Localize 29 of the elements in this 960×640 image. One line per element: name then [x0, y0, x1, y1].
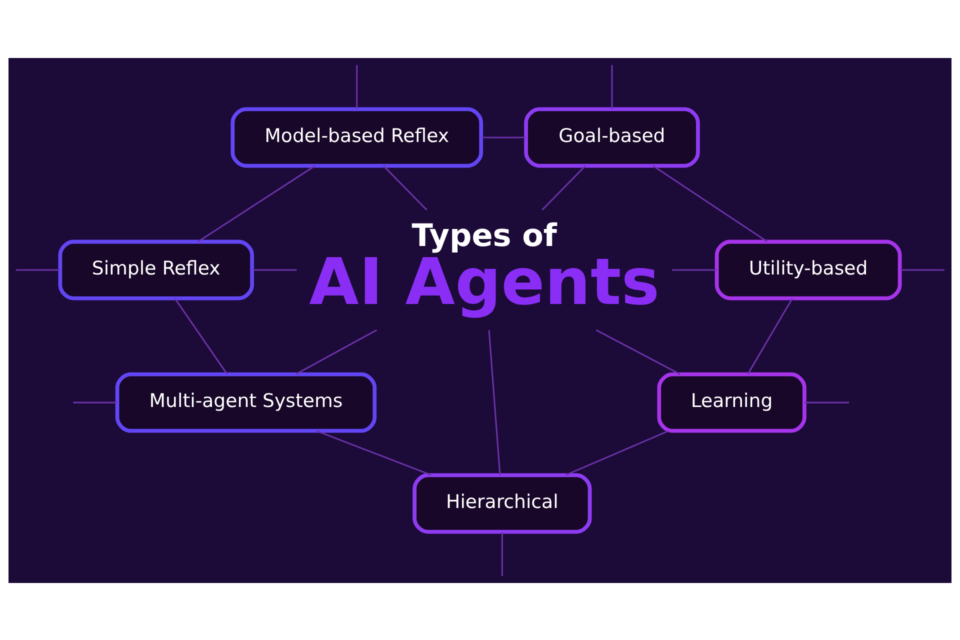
node-box: Goal-based [524, 106, 700, 168]
node-text: Types of AI Agents [309, 218, 660, 320]
connector [900, 268, 944, 270]
connector [501, 532, 503, 576]
node-box: Learning [657, 372, 806, 432]
connector [16, 268, 60, 270]
connector [672, 268, 717, 270]
connector [356, 64, 358, 109]
connector [481, 136, 526, 138]
connector [383, 164, 428, 210]
node-box: Simple Reflex [58, 239, 254, 300]
connector [73, 401, 118, 403]
connector [565, 430, 669, 476]
node-box: Multi-agent Systems [115, 372, 377, 432]
node-box: Model-based Reflex [230, 106, 484, 168]
connector [542, 164, 586, 210]
connector [747, 298, 793, 374]
connector [174, 298, 228, 374]
node-box: Utility-based [714, 239, 902, 300]
connector [804, 401, 850, 403]
connector [252, 268, 297, 270]
connector [295, 328, 378, 374]
connector [611, 64, 613, 109]
connector [652, 164, 768, 242]
node-box: Hierarchical [412, 472, 592, 534]
connector [488, 330, 501, 475]
connector [198, 164, 316, 242]
connector [316, 430, 432, 476]
connector [596, 328, 681, 374]
